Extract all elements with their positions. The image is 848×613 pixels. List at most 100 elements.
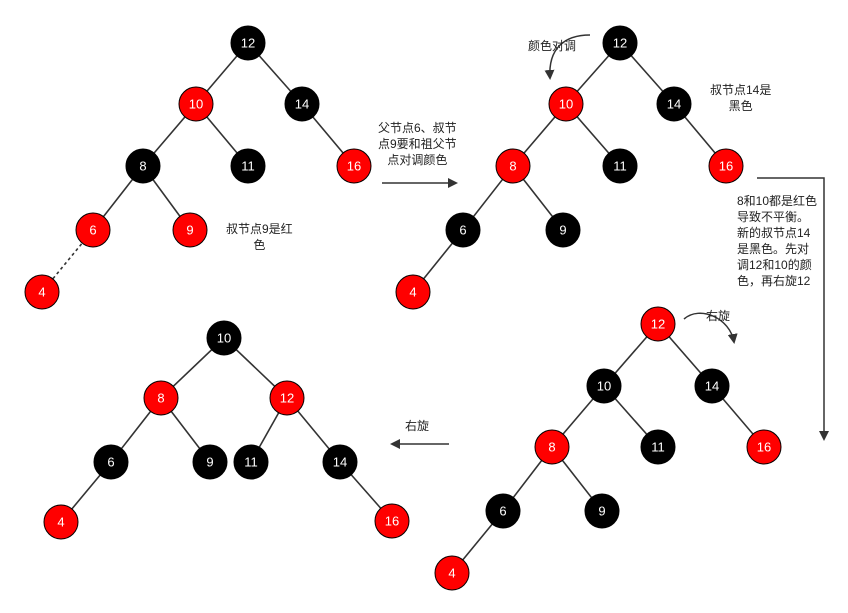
node-label: 12 bbox=[241, 36, 255, 51]
node-label: 16 bbox=[757, 440, 771, 455]
node-circle-red bbox=[24, 274, 60, 310]
node-circle-black bbox=[230, 148, 266, 184]
node-circle-black bbox=[545, 212, 581, 248]
step2-note-line4: 是黑色。先对 bbox=[737, 242, 810, 256]
node-after-recolor-9: 9 bbox=[545, 212, 581, 248]
node-circle-black bbox=[233, 444, 269, 480]
step2-note-line1: 8和10都是红色 bbox=[737, 194, 818, 208]
node-circle-red bbox=[495, 148, 531, 184]
node-label: 9 bbox=[186, 223, 193, 238]
step2-note-line6: 色，再右旋12 bbox=[737, 274, 811, 288]
node-label: 14 bbox=[333, 455, 347, 470]
node-label: 9 bbox=[206, 455, 213, 470]
node-circle-black bbox=[206, 320, 242, 356]
node-before-rotation-12: 12 bbox=[640, 306, 676, 342]
node-label: 14 bbox=[295, 97, 309, 112]
node-label: 10 bbox=[597, 379, 611, 394]
node-circle-red bbox=[43, 504, 79, 540]
node-label: 10 bbox=[217, 331, 231, 346]
node-after-recolor-16: 16 bbox=[708, 148, 744, 184]
node-circle-red bbox=[143, 380, 179, 416]
node-after-recolor-8: 8 bbox=[495, 148, 531, 184]
node-before-rotation-16: 16 bbox=[746, 429, 782, 465]
uncle14-note-line2: 黑色 bbox=[728, 99, 753, 113]
node-circle-black bbox=[445, 212, 481, 248]
node-label: 4 bbox=[448, 566, 455, 581]
node-final-14: 14 bbox=[322, 444, 358, 480]
node-before-rotation-11: 11 bbox=[640, 429, 676, 465]
node-circle-red bbox=[534, 429, 570, 465]
node-circle-black bbox=[230, 25, 266, 61]
node-label: 12 bbox=[280, 391, 294, 406]
node-circle-black bbox=[284, 86, 320, 122]
node-initial-9: 9 bbox=[172, 212, 208, 248]
node-after-recolor-4: 4 bbox=[395, 274, 431, 310]
node-initial-12: 12 bbox=[230, 25, 266, 61]
step1-note-line1: 父节点6、叔节 bbox=[378, 121, 457, 135]
step2-note-line5: 调12和10的颜 bbox=[737, 258, 812, 272]
node-circle-black bbox=[584, 493, 620, 529]
step1-note-line3: 点对调颜色 bbox=[387, 153, 448, 167]
node-circle-red bbox=[336, 148, 372, 184]
node-circle-black bbox=[694, 368, 730, 404]
node-circle-black bbox=[93, 444, 129, 480]
node-label: 11 bbox=[244, 455, 258, 470]
node-label: 4 bbox=[38, 285, 45, 300]
node-final-11: 11 bbox=[233, 444, 269, 480]
node-final-6: 6 bbox=[93, 444, 129, 480]
uncle9-note-line2: 色 bbox=[253, 238, 266, 252]
node-before-rotation-10: 10 bbox=[586, 368, 622, 404]
node-label: 8 bbox=[509, 159, 516, 174]
node-label: 11 bbox=[241, 159, 255, 174]
node-circle-red bbox=[640, 306, 676, 342]
node-label: 6 bbox=[499, 504, 506, 519]
uncle14-note: 叔节点14是 黑色 bbox=[710, 82, 771, 114]
node-label: 16 bbox=[719, 159, 733, 174]
node-final-10: 10 bbox=[206, 320, 242, 356]
node-initial-6: 6 bbox=[75, 212, 111, 248]
step2-arrow bbox=[757, 177, 829, 441]
node-circle-red bbox=[269, 380, 305, 416]
rotate-right-curve-note: 右旋 bbox=[706, 308, 730, 324]
step1-note: 父节点6、叔节 点9要和祖父节 点对调颜色 bbox=[378, 120, 457, 168]
node-circle-black bbox=[640, 429, 676, 465]
node-before-rotation-8: 8 bbox=[534, 429, 570, 465]
node-final-8: 8 bbox=[143, 380, 179, 416]
node-label: 9 bbox=[559, 223, 566, 238]
step2-note-line3: 新的叔节点14 bbox=[737, 226, 811, 240]
node-circle-black bbox=[586, 368, 622, 404]
node-before-rotation-4: 4 bbox=[434, 555, 470, 591]
node-final-9: 9 bbox=[192, 444, 228, 480]
node-initial-4: 4 bbox=[24, 274, 60, 310]
uncle9-note-line1: 叔节点9是红 bbox=[226, 222, 293, 236]
step1-note-line2: 点9要和祖父节 bbox=[378, 137, 457, 151]
node-initial-8: 8 bbox=[125, 148, 161, 184]
node-label: 6 bbox=[459, 223, 466, 238]
node-label: 16 bbox=[347, 159, 361, 174]
node-circle-red bbox=[75, 212, 111, 248]
node-circle-red bbox=[746, 429, 782, 465]
node-label: 9 bbox=[598, 504, 605, 519]
node-label: 11 bbox=[651, 440, 665, 455]
node-circle-black bbox=[485, 493, 521, 529]
node-label: 16 bbox=[385, 514, 399, 529]
node-circle-red bbox=[374, 503, 410, 539]
node-label: 10 bbox=[189, 97, 203, 112]
node-before-rotation-6: 6 bbox=[485, 493, 521, 529]
node-circle-red bbox=[172, 212, 208, 248]
node-circle-black bbox=[125, 148, 161, 184]
rotate-right-arrow-note: 右旋 bbox=[405, 418, 429, 434]
node-before-rotation-14: 14 bbox=[694, 368, 730, 404]
node-circle-black bbox=[656, 86, 692, 122]
swap-color-note: 颜色对调 bbox=[528, 38, 576, 54]
node-label: 4 bbox=[409, 285, 416, 300]
node-circle-red bbox=[708, 148, 744, 184]
node-label: 6 bbox=[107, 455, 114, 470]
node-initial-11: 11 bbox=[230, 148, 266, 184]
node-label: 11 bbox=[613, 159, 627, 174]
node-circle-red bbox=[178, 86, 214, 122]
node-label: 14 bbox=[705, 379, 719, 394]
node-circle-red bbox=[548, 86, 584, 122]
step2-note: 8和10都是红色 导致不平衡。 新的叔节点14 是黑色。先对 调12和10的颜 … bbox=[737, 193, 817, 289]
